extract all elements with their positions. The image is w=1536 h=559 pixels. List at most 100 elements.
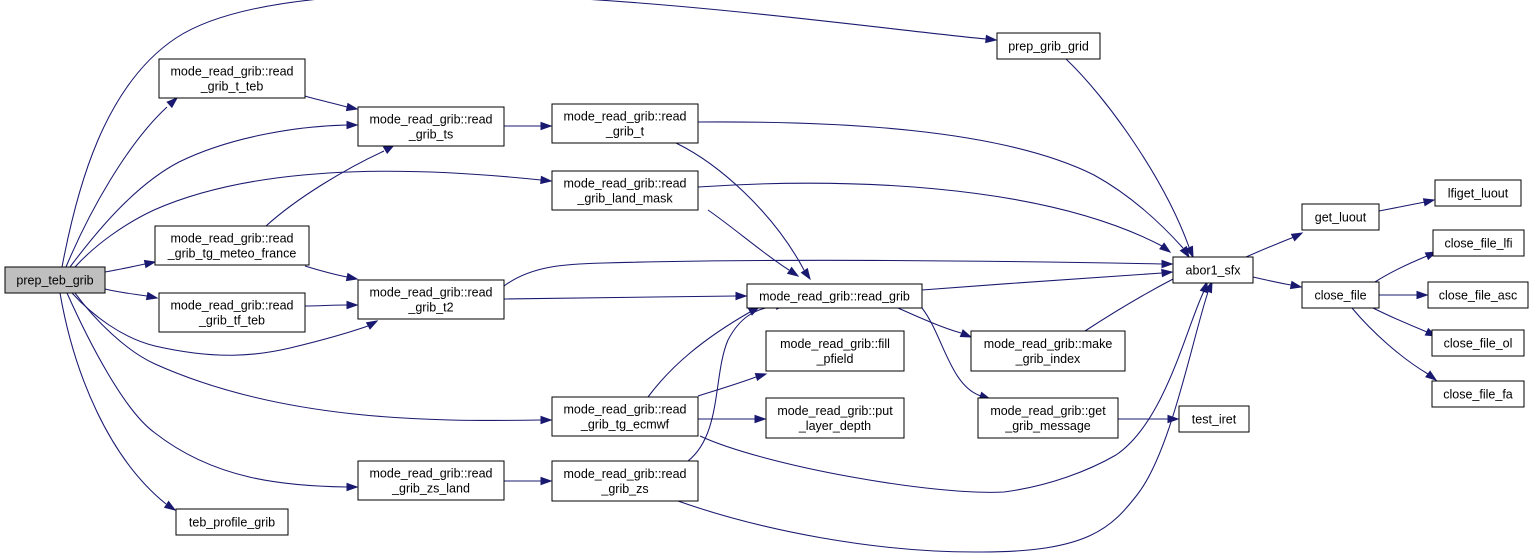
edge-line [897, 307, 962, 334]
arrow-head [1161, 268, 1174, 278]
node-label-line: mode_read_grib::read [564, 467, 687, 481]
edge-line [69, 124, 348, 268]
node-read_grib_t_teb[interactable]: mode_read_grib::read_grib_t_teb [158, 58, 306, 99]
node-label-line: mode_read_grib::read [171, 65, 294, 79]
node-read_grib_t2[interactable]: mode_read_grib::read_grib_t2 [357, 279, 505, 320]
node-box [551, 103, 699, 144]
arrow-head [1425, 370, 1438, 381]
arrow-head [346, 120, 359, 130]
node-box [765, 397, 905, 439]
edge-prep_teb_grib-to-read_grib_land_mask [74, 170, 553, 268]
node-label-line: teb_profile_grib [189, 516, 275, 530]
node-close_file_lfi[interactable]: close_file_lfi [1432, 229, 1525, 257]
arrow-head [1290, 232, 1304, 242]
node-put_layer_depth[interactable]: mode_read_grib::put_layer_depth [765, 397, 905, 439]
node-read_grib_tg_ecmwf[interactable]: mode_read_grib::read_grib_tg_ecmwf [551, 396, 699, 437]
node-box [1427, 281, 1529, 309]
arrow-head [1161, 259, 1174, 269]
node-read_grib_zs_land[interactable]: mode_read_grib::read_grib_zs_land [357, 460, 505, 501]
node-label-line: mode_read_grib::read [370, 286, 493, 300]
edge-prep_teb_grib-to-read_grib_t2 [71, 292, 379, 356]
edge-read_grib_tg_ecmwf-to-put_layer_depth [698, 414, 767, 424]
edge-read_grib_zs-to-abor1_sfx [677, 280, 1213, 553]
node-read_grib_tg_meteo_france[interactable]: mode_read_grib::read_grib_tg_meteo_franc… [154, 225, 310, 266]
node-box [1432, 229, 1525, 257]
edge-read_grib_land_mask-to-abor1_sfx [697, 182, 1172, 253]
node-read_grib_t[interactable]: mode_read_grib::read_grib_t [551, 103, 699, 144]
node-close_file[interactable]: close_file [1301, 281, 1380, 309]
edge-close_file-to-close_file_ol [1372, 307, 1438, 337]
edge-line [503, 259, 1163, 287]
node-read_grib_zs[interactable]: mode_read_grib::read_grib_zs [551, 460, 699, 502]
node-read_grib_ts[interactable]: mode_read_grib::read_grib_ts [357, 106, 505, 147]
arrow-head [346, 300, 359, 310]
edge-line [1378, 201, 1426, 212]
node-label-line: _grib_message [1004, 419, 1091, 433]
edge-line [265, 150, 385, 227]
edge-read_grib_t-to-read_grib [675, 142, 811, 281]
node-label-line: mode_read_grib::get [990, 404, 1106, 418]
node-box [1301, 203, 1380, 231]
node-box [551, 170, 699, 211]
arrow-head [1159, 242, 1172, 253]
edge-prep_teb_grib-to-teb_profile_grib [59, 292, 177, 511]
node-box [175, 508, 289, 536]
edge-read_grib_t_teb-to-read_grib_ts [304, 95, 359, 112]
edge-line [1084, 277, 1176, 332]
edge-line [697, 121, 1184, 249]
arrow-head [959, 329, 973, 338]
arrow-head [166, 96, 179, 109]
edge-read_grib_t2-to-abor1_sfx [503, 259, 1174, 287]
node-label-line: mode_read_grib::fill [780, 337, 890, 351]
arrow-head [540, 175, 553, 185]
edge-line [921, 307, 982, 397]
edge-prep_teb_grib-to-read_grib_ts [69, 120, 359, 268]
edge-read_grib-to-make_grib_index [897, 307, 973, 338]
node-lfiget_luout[interactable]: lfiget_luout [1434, 179, 1522, 207]
node-label-line: _grib_zs [600, 482, 648, 496]
node-read_grib[interactable]: mode_read_grib::read_grib [746, 283, 923, 309]
node-label-line: mode_read_grib::read [171, 299, 294, 313]
edge-read_grib_tf_teb-to-read_grib_t2 [304, 300, 359, 310]
edge-read_grib_tg_ecmwf-to-abor1_sfx [699, 280, 1208, 493]
edge-line [71, 292, 369, 356]
node-close_file_asc[interactable]: close_file_asc [1427, 281, 1529, 309]
node-box [4, 266, 106, 294]
edge-line [1374, 255, 1428, 283]
node-prep_grib_grid[interactable]: prep_grib_grid [996, 32, 1101, 60]
edge-prep_teb_grib-to-read_grib_tf_teb [104, 288, 159, 301]
arrow-head [1422, 198, 1436, 207]
arrow-head [145, 291, 159, 301]
node-make_grib_index[interactable]: mode_read_grib::make_grib_index [970, 330, 1126, 372]
edge-prep_teb_grib-to-read_grib_tg_ecmwf [74, 292, 553, 425]
arrow-head [365, 320, 379, 330]
edge-get_luout-to-lfiget_luout [1378, 198, 1436, 212]
node-close_file_ol[interactable]: close_file_ol [1431, 329, 1525, 357]
node-test_iret[interactable]: test_iret [1178, 405, 1250, 433]
arrow-head [540, 121, 553, 131]
node-box [1431, 329, 1525, 357]
node-teb_profile_grib[interactable]: teb_profile_grib [175, 508, 289, 536]
arrow-head [1204, 280, 1213, 294]
edge-line [1252, 276, 1292, 286]
node-get_luout[interactable]: get_luout [1301, 203, 1380, 231]
node-label-line: mode_read_grib::read [370, 467, 493, 481]
edge-line [921, 272, 1163, 291]
node-prep_teb_grib[interactable]: prep_teb_grib [4, 266, 106, 294]
node-box [357, 106, 505, 147]
edge-read_grib_tg_ecmwf-to-fill_pfield [697, 372, 768, 397]
node-fill_pfield[interactable]: mode_read_grib::fill_pfield [765, 330, 905, 372]
edge-line [59, 292, 167, 505]
node-read_grib_land_mask[interactable]: mode_read_grib::read_grib_land_mask [551, 170, 699, 211]
node-get_grib_message[interactable]: mode_read_grib::get_grib_message [977, 397, 1119, 439]
edge-line [503, 295, 737, 300]
node-box [1434, 179, 1522, 207]
node-label-line: test_iret [1192, 413, 1237, 427]
node-read_grib_tf_teb[interactable]: mode_read_grib::read_grib_tf_teb [158, 292, 306, 333]
node-label-line: close_file_asc [1439, 289, 1518, 303]
edge-line [677, 291, 1209, 553]
edge-read_grib_zs_land-to-read_grib_zs [504, 476, 553, 486]
node-close_file_fa[interactable]: close_file_fa [1431, 380, 1525, 408]
node-abor1_sfx[interactable]: abor1_sfx [1172, 256, 1254, 284]
